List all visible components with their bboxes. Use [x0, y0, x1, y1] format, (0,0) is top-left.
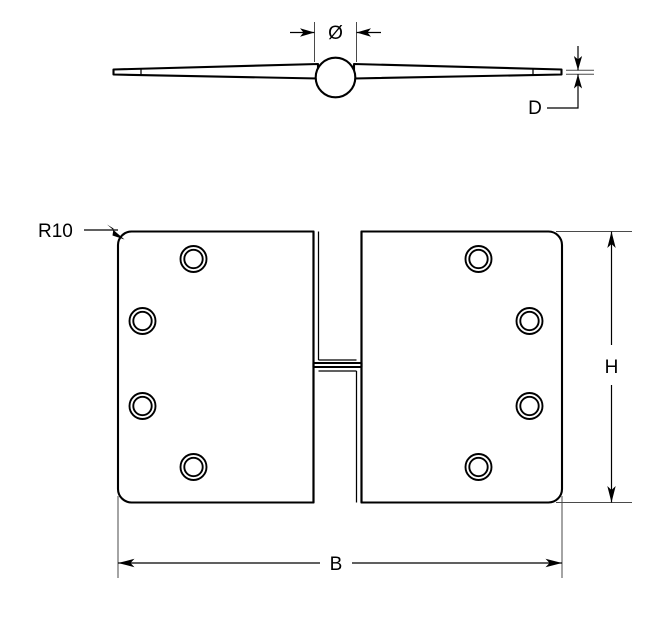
diameter-arrow-left	[300, 28, 315, 37]
front-view-group: R10 H B	[38, 221, 632, 578]
knuckle-barrel	[314, 56, 357, 99]
screw-hole	[464, 245, 493, 273]
corner-radius-callout: R10	[38, 221, 125, 242]
diameter-label: Ø	[328, 23, 343, 44]
knuckle-barrel-fill	[315, 57, 356, 98]
screw-holes-right-leaf	[464, 245, 544, 481]
screw-hole	[179, 245, 208, 273]
top-view-group: Ø D	[112, 22, 594, 119]
width-label: B	[330, 554, 343, 575]
height-label: H	[605, 357, 619, 378]
top-view-right-leaf	[352, 62, 563, 80]
thickness-label: D	[528, 98, 542, 119]
diameter-arrow-right	[356, 28, 371, 37]
screw-hole	[179, 453, 208, 481]
width-dimension: B	[117, 496, 563, 578]
thickness-arrow-top	[573, 56, 583, 71]
knuckle-upper-segment	[312, 230, 363, 369]
height-dimension: H	[556, 231, 632, 503]
screw-hole	[128, 307, 157, 335]
hinge-left-leaf	[116, 230, 315, 504]
screw-hole	[128, 392, 157, 420]
corner-radius-arrow	[107, 224, 125, 240]
hinge-right-leaf	[360, 230, 564, 504]
diameter-dimension: Ø	[290, 22, 381, 62]
thickness-arrow-bottom	[573, 74, 583, 89]
corner-radius-label: R10	[38, 221, 73, 242]
height-arrow-top	[607, 231, 616, 248]
thickness-leader	[547, 98, 579, 109]
knuckle-lower-segment	[312, 361, 363, 504]
top-view-left-leaf	[112, 62, 320, 80]
width-arrow-left	[118, 558, 135, 568]
screw-hole	[464, 453, 493, 481]
width-arrow-right	[545, 558, 562, 568]
thickness-dimension: D	[528, 46, 594, 119]
screw-holes-left-leaf	[128, 245, 208, 481]
screw-hole	[515, 307, 544, 335]
screw-hole	[515, 392, 544, 420]
height-arrow-bottom	[607, 486, 616, 503]
